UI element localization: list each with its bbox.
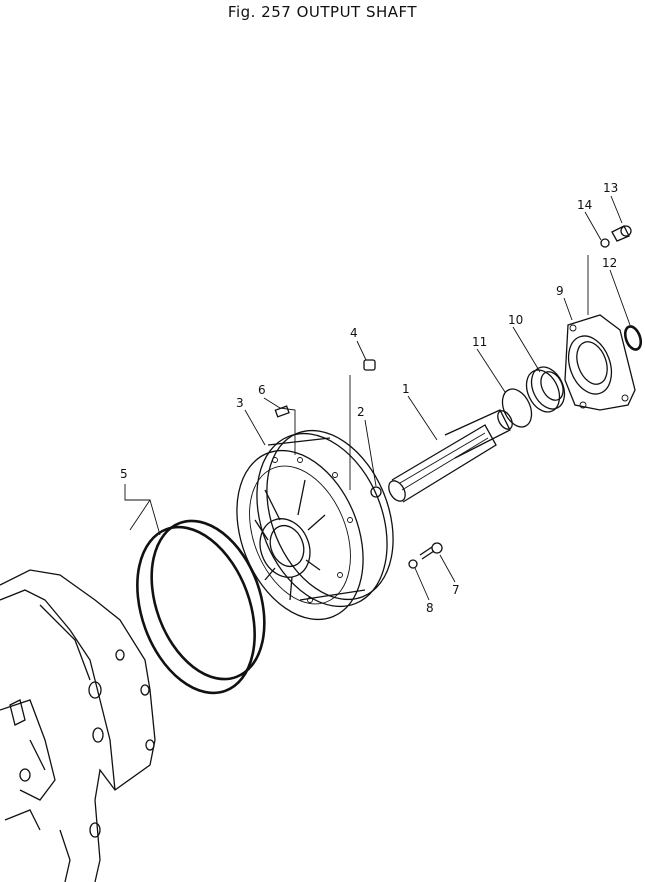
output-shaft bbox=[388, 409, 513, 503]
seal-ring-12 bbox=[623, 325, 643, 351]
callout-5: 5 bbox=[120, 467, 128, 481]
plug-4 bbox=[363, 359, 376, 371]
callout-13: 13 bbox=[603, 181, 618, 195]
dowel-pin-6 bbox=[274, 405, 290, 418]
callout-8: 8 bbox=[426, 601, 434, 615]
washer-8 bbox=[408, 559, 418, 569]
snap-ring-11 bbox=[501, 388, 533, 428]
callout-12: 12 bbox=[602, 256, 617, 270]
leader-lines bbox=[124, 195, 631, 601]
callout-6: 6 bbox=[258, 383, 266, 397]
figure-title: Fig. 257 OUTPUT SHAFT bbox=[227, 3, 418, 21]
plug-2 bbox=[370, 486, 382, 498]
bearing bbox=[525, 366, 566, 413]
callout-labels: 1 2 3 4 5 6 7 8 9 10 11 12 13 14 bbox=[120, 181, 618, 615]
callout-7: 7 bbox=[452, 583, 460, 597]
cover bbox=[564, 314, 636, 411]
bolt-7 bbox=[419, 542, 443, 560]
callout-2: 2 bbox=[357, 405, 365, 419]
callout-9: 9 bbox=[556, 284, 564, 298]
o-ring bbox=[136, 519, 266, 695]
transmission-case bbox=[0, 569, 156, 882]
callout-3: 3 bbox=[236, 396, 244, 410]
callout-1: 1 bbox=[402, 382, 410, 396]
washer-14 bbox=[600, 238, 610, 248]
cage bbox=[236, 429, 394, 621]
bolt-13 bbox=[611, 225, 632, 242]
callout-10: 10 bbox=[508, 313, 523, 327]
callout-11: 11 bbox=[472, 335, 487, 349]
callout-4: 4 bbox=[350, 326, 358, 340]
callout-14: 14 bbox=[577, 198, 592, 212]
